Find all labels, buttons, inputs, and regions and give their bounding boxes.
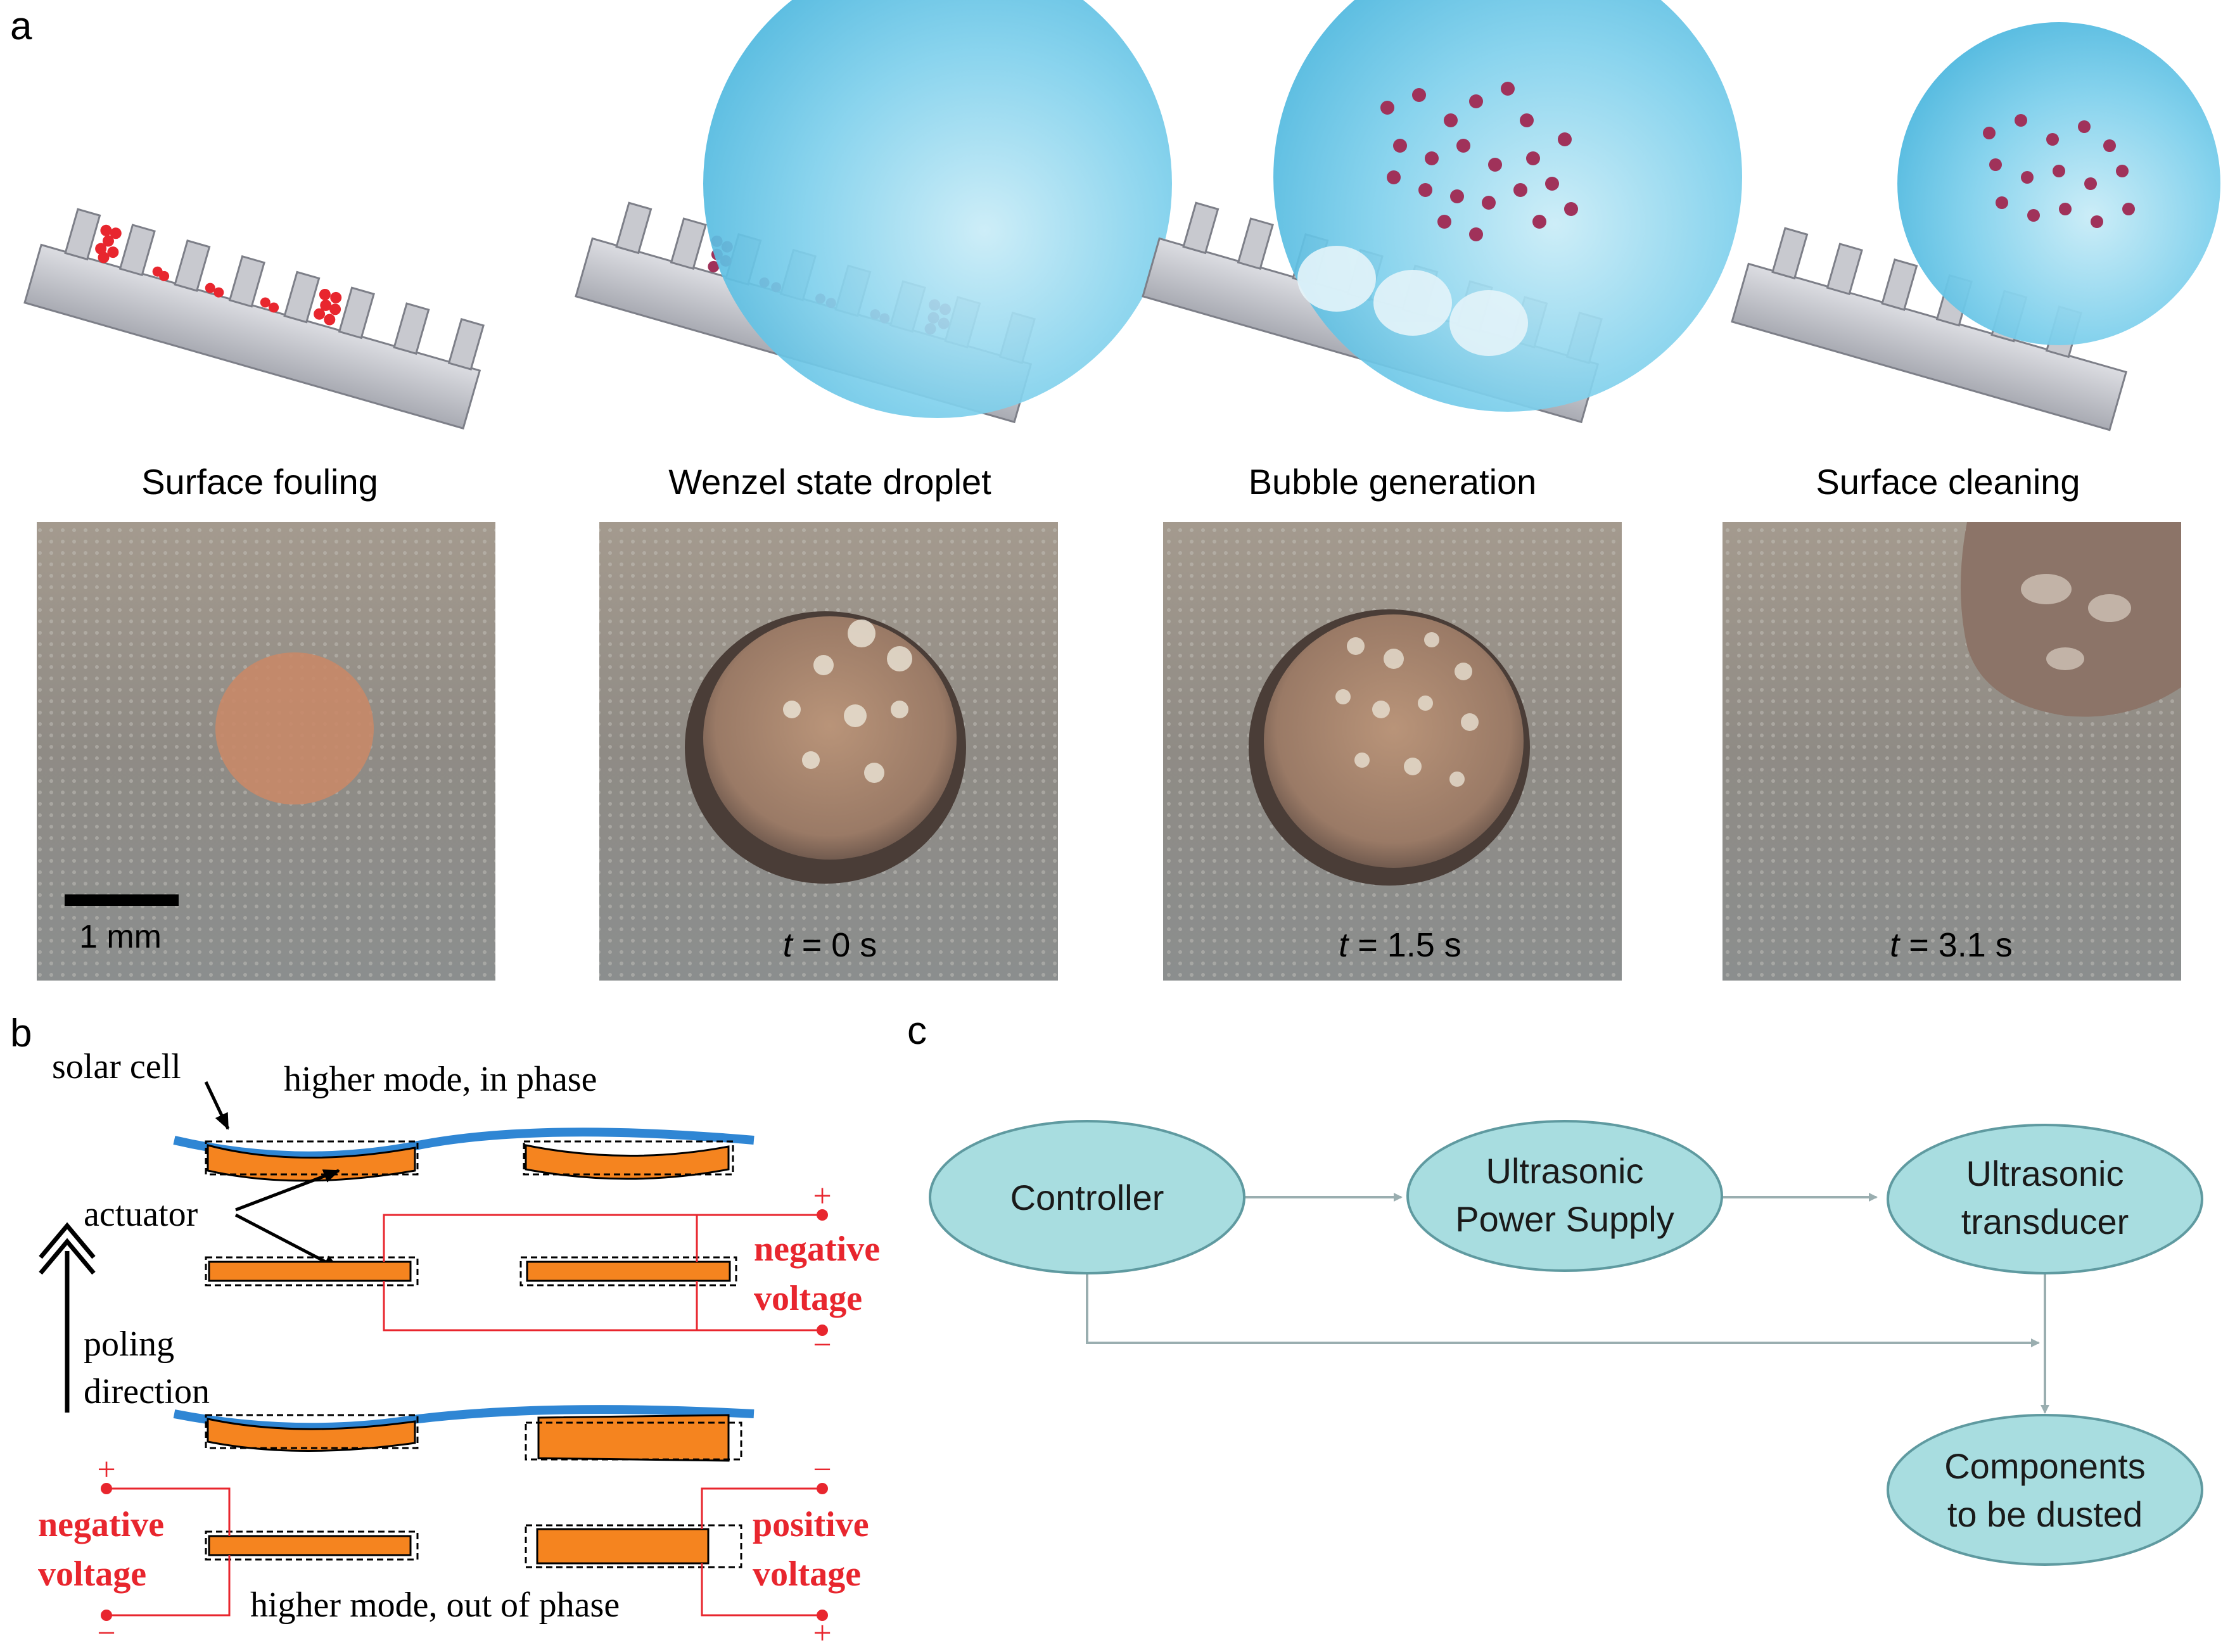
stage-captions: Surface fouling Wenzel state droplet Bub…: [141, 462, 2080, 502]
droplet: [1897, 22, 2220, 345]
poling-label-2: direction: [84, 1372, 210, 1411]
top-assembly: [173, 1128, 755, 1182]
bottom-negative-voltage-l2: voltage: [38, 1554, 146, 1594]
positive-voltage-l2: voltage: [753, 1554, 861, 1594]
svg-text:to be dusted: to be dusted: [1947, 1494, 2143, 1534]
bottom-left-minus: −: [97, 1615, 115, 1651]
substrate-bar: [23, 243, 481, 430]
time-label: t = 3.1 s: [1890, 926, 2013, 964]
dispersed-particles: [1983, 114, 2135, 228]
schematic-bubble-generation: [1142, 0, 1742, 424]
bottom-left-circuit: [106, 1487, 231, 1617]
scale-bar: [65, 894, 179, 906]
top-minus-sign: −: [813, 1327, 831, 1363]
actuator-right-deformed: [523, 1140, 734, 1180]
actuator-label: actuator: [84, 1195, 198, 1234]
scale-bar-label: 1 mm: [79, 918, 162, 955]
top-negative-voltage-l1: negative: [754, 1229, 880, 1269]
bottom-left-plus: +: [97, 1452, 115, 1488]
time-label: t = 0 s: [783, 926, 877, 964]
svg-text:Power Supply: Power Supply: [1455, 1199, 1674, 1239]
photo-2: t = 0 s: [599, 522, 1058, 981]
bottom-negative-voltage-l1: negative: [38, 1505, 164, 1544]
actuator-pointer-down: [234, 1213, 340, 1271]
top-circuit: [383, 1214, 822, 1331]
flow-arrows: [1086, 1193, 2049, 1414]
actuator-left-deformed: [205, 1140, 419, 1182]
bottom-right-circuit: [701, 1487, 822, 1617]
schematic-surface-cleaning: [1731, 22, 2220, 431]
schematic-wenzel-droplet: [575, 0, 1172, 424]
solar-cell-label: solar cell: [52, 1047, 181, 1086]
svg-text:Components: Components: [1944, 1446, 2146, 1486]
photo-1: 1 mm: [37, 522, 495, 981]
poling-label-1: poling: [84, 1325, 174, 1364]
arrow-controller-to-junction: [1086, 1272, 2040, 1347]
node-components-to-be-dusted: Components to be dusted: [1887, 1414, 2203, 1566]
schematic-surface-fouling: [23, 208, 485, 430]
bubbles: [1297, 246, 1528, 356]
photo-3: t = 1.5 s: [1163, 522, 1622, 981]
poling-direction-arrow: [39, 1222, 96, 1413]
time-label: t = 1.5 s: [1339, 926, 1461, 964]
solar-cell-strip: [173, 1405, 755, 1432]
node-ultrasonic-power-supply: Ultrasonic Power Supply: [1406, 1120, 1723, 1272]
droplet: [703, 0, 1172, 418]
bottom-flat-assembly: + − negative voltage − + positive voltag…: [38, 1452, 869, 1651]
fouling-spot: [215, 652, 374, 804]
bottom-right-minus: −: [813, 1452, 831, 1488]
svg-text:Ultrasonic: Ultrasonic: [1966, 1153, 2124, 1193]
svg-text:transducer: transducer: [1961, 1202, 2129, 1242]
caption-surface-cleaning: Surface cleaning: [1816, 462, 2080, 502]
pillars: [64, 208, 485, 371]
bottom-assembly: [173, 1405, 755, 1462]
solar-cell-strip: [173, 1128, 755, 1160]
node-ultrasonic-transducer: Ultrasonic transducer: [1887, 1124, 2203, 1274]
dispersed-particles: [1380, 82, 1578, 241]
top-flat-assembly: + − negative voltage: [205, 1178, 880, 1363]
top-plus-sign: +: [813, 1178, 831, 1214]
caption-bubble-generation: Bubble generation: [1249, 462, 1537, 502]
actuator-pointer-up: [235, 1169, 340, 1212]
top-negative-voltage-l2: voltage: [754, 1279, 862, 1318]
photo-4: t = 3.1 s: [1722, 522, 2181, 981]
bottom-mode-label: higher mode, out of phase: [250, 1585, 620, 1625]
svg-text:Controller: Controller: [1010, 1178, 1164, 1217]
caption-surface-fouling: Surface fouling: [141, 462, 378, 502]
solar-cell-pointer: [204, 1081, 230, 1130]
panel-a-letter: a: [10, 4, 32, 48]
caption-wenzel-droplet: Wenzel state droplet: [668, 462, 991, 502]
svg-text:Ultrasonic: Ultrasonic: [1486, 1151, 1644, 1191]
fouling-particles: [95, 224, 342, 326]
positive-voltage-l1: positive: [753, 1505, 869, 1544]
node-controller: Controller: [929, 1120, 1245, 1274]
panel-c-letter: c: [907, 1009, 927, 1053]
top-mode-label: higher mode, in phase: [284, 1060, 597, 1099]
bottom-right-plus: +: [813, 1615, 831, 1651]
panel-b-letter: b: [10, 1012, 32, 1055]
